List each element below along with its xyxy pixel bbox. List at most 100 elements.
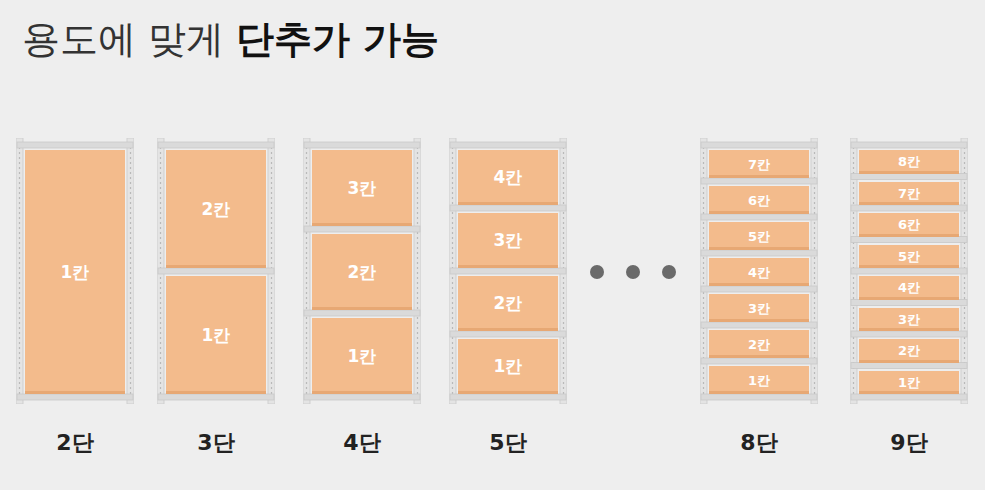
space-label: 4칸 bbox=[494, 169, 523, 186]
shelf-board bbox=[17, 142, 133, 148]
shelf-board bbox=[304, 142, 420, 148]
storage-space: 2칸 bbox=[458, 276, 558, 331]
shelf-rack: 7칸6칸5칸4칸3칸2칸1칸8단 bbox=[700, 138, 818, 404]
title: 용도에 맞게 bbox=[22, 14, 224, 65]
storage-space: 8칸 bbox=[859, 150, 959, 174]
storage-space: 1칸 bbox=[166, 276, 266, 394]
space-label: 7칸 bbox=[748, 158, 770, 171]
shelf-board bbox=[701, 286, 817, 292]
storage-space: 6칸 bbox=[859, 213, 959, 237]
space-label: 6칸 bbox=[898, 218, 920, 231]
dot bbox=[662, 265, 676, 279]
storage-space: 1칸 bbox=[709, 366, 809, 394]
shelf-board bbox=[851, 331, 967, 337]
shelf-board bbox=[851, 205, 967, 211]
dot bbox=[626, 265, 640, 279]
space-label: 2칸 bbox=[202, 201, 231, 218]
dot bbox=[590, 265, 604, 279]
storage-space: 1칸 bbox=[25, 150, 125, 394]
shelf-board bbox=[851, 300, 967, 306]
space-label: 2칸 bbox=[494, 295, 523, 312]
shelf-board bbox=[701, 142, 817, 148]
tier-count: 8단 bbox=[740, 428, 777, 458]
storage-space: 7칸 bbox=[709, 150, 809, 178]
shelf-board bbox=[304, 310, 420, 316]
rack-post bbox=[16, 138, 23, 404]
shelf-board bbox=[701, 358, 817, 364]
storage-space: 3칸 bbox=[458, 213, 558, 268]
post-holes bbox=[417, 142, 418, 400]
space-label: 3칸 bbox=[748, 302, 770, 315]
post-holes bbox=[306, 142, 307, 400]
shelf-board bbox=[701, 250, 817, 256]
rack-post bbox=[303, 138, 310, 404]
shelf-board bbox=[450, 142, 566, 148]
storage-space: 6칸 bbox=[709, 186, 809, 214]
tier-count: 2단 bbox=[56, 428, 93, 458]
storage-space: 1칸 bbox=[458, 339, 558, 394]
shelf-board bbox=[851, 363, 967, 369]
storage-space: 3칸 bbox=[312, 150, 412, 226]
space-label: 1칸 bbox=[61, 264, 90, 281]
space-label: 4칸 bbox=[748, 266, 770, 279]
shelf-board bbox=[701, 178, 817, 184]
storage-space: 2칸 bbox=[709, 330, 809, 358]
shelf-board bbox=[450, 205, 566, 211]
shelf-board bbox=[158, 394, 274, 400]
tier-count: 9단 bbox=[890, 428, 927, 458]
storage-space: 2칸 bbox=[166, 150, 266, 268]
shelf-board bbox=[851, 174, 967, 180]
space-label: 3칸 bbox=[494, 232, 523, 249]
shelf-board bbox=[304, 226, 420, 232]
shelf-board bbox=[701, 214, 817, 220]
shelf-board bbox=[17, 394, 133, 400]
shelf-rack: 4칸3칸2칸1칸5단 bbox=[449, 138, 567, 404]
rack-frame bbox=[850, 138, 968, 404]
space-label: 1칸 bbox=[494, 358, 523, 375]
tier-count: 5단 bbox=[489, 428, 526, 458]
post-holes bbox=[19, 142, 20, 400]
storage-space: 1칸 bbox=[312, 318, 412, 394]
space-label: 3칸 bbox=[348, 180, 377, 197]
storage-space: 2칸 bbox=[312, 234, 412, 310]
shelf-board bbox=[304, 394, 420, 400]
tier-count: 4단 bbox=[343, 428, 380, 458]
storage-space: 7칸 bbox=[859, 182, 959, 206]
shelf-board bbox=[701, 322, 817, 328]
shelf-rack: 8칸7칸6칸5칸4칸3칸2칸1칸9단 bbox=[850, 138, 968, 404]
space-label: 8칸 bbox=[898, 155, 920, 168]
space-label: 2칸 bbox=[748, 338, 770, 351]
storage-space: 4칸 bbox=[458, 150, 558, 205]
shelf-board bbox=[851, 237, 967, 243]
shelf-rack: 2칸1칸3단 bbox=[157, 138, 275, 404]
title-emphasis: 단추가 가능 bbox=[236, 14, 439, 65]
shelf-board bbox=[851, 394, 967, 400]
shelf-board bbox=[701, 394, 817, 400]
title-row: 용도에 맞게단추가 가능 bbox=[22, 14, 439, 65]
storage-space: 5칸 bbox=[709, 222, 809, 250]
shelf-board bbox=[450, 331, 566, 337]
space-label: 7칸 bbox=[898, 187, 920, 200]
shelf-board bbox=[450, 394, 566, 400]
storage-space: 1칸 bbox=[859, 371, 959, 395]
space-label: 5칸 bbox=[748, 230, 770, 243]
shelf-board bbox=[450, 268, 566, 274]
space-label: 1칸 bbox=[348, 348, 377, 365]
space-label: 1칸 bbox=[202, 327, 231, 344]
storage-space: 4칸 bbox=[859, 276, 959, 300]
space-label: 3칸 bbox=[898, 313, 920, 326]
storage-space: 5칸 bbox=[859, 245, 959, 269]
storage-space: 3칸 bbox=[859, 308, 959, 332]
space-label: 6칸 bbox=[748, 194, 770, 207]
shelf-board bbox=[158, 142, 274, 148]
space-label: 5칸 bbox=[898, 250, 920, 263]
rack-post bbox=[127, 138, 134, 404]
space-label: 4칸 bbox=[898, 281, 920, 294]
shelf-rack: 1칸2단 bbox=[16, 138, 134, 404]
shelf-rack: 3칸2칸1칸4단 bbox=[303, 138, 421, 404]
tier-count: 3단 bbox=[197, 428, 234, 458]
storage-space: 4칸 bbox=[709, 258, 809, 286]
space-label: 1칸 bbox=[898, 376, 920, 389]
shelf-board bbox=[851, 142, 967, 148]
